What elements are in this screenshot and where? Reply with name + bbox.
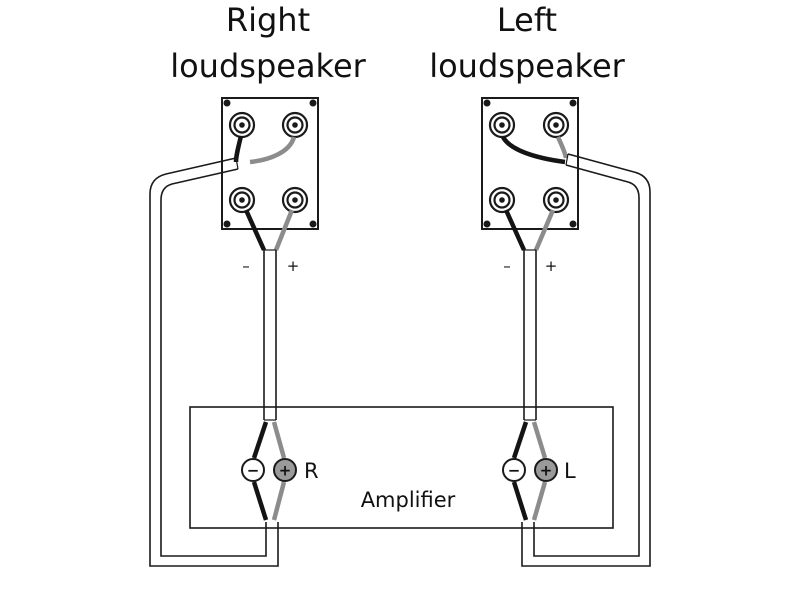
- left-amp-grey-upper: [531, 421, 548, 459]
- left-amp-black-upper: [511, 421, 529, 459]
- right-upper-minus-post: [228, 111, 256, 139]
- left-lower-black-lead: [503, 209, 527, 251]
- right-lower-grey-lead: [273, 209, 295, 251]
- right-amp-plus-terminal: +: [273, 458, 297, 482]
- right-upper-plus-post: [281, 111, 309, 139]
- left-amp-minus-symbol: −: [508, 462, 521, 480]
- left-speaker-title-line1: Left: [497, 1, 557, 39]
- right-amp-black-upper: [251, 421, 269, 459]
- left-amp-plus-symbol: +: [540, 462, 553, 480]
- amplifier-box: [189, 406, 614, 529]
- right-lower-minus-post: [228, 186, 256, 214]
- right-amp-plus-symbol: +: [279, 462, 292, 480]
- left-amp-plus-terminal: +: [534, 458, 558, 482]
- right-lower-plus-post: [281, 186, 309, 214]
- left-lower-grey-lead: [533, 209, 556, 251]
- right-amp-grey-lower: [271, 481, 287, 521]
- left-speaker-cable: [523, 249, 537, 421]
- left-lower-plus-post: [542, 186, 570, 214]
- left-amp-minus-terminal: −: [502, 458, 526, 482]
- right-speaker-cable: [263, 249, 277, 421]
- right-amp-minus-terminal: −: [241, 458, 265, 482]
- left-upper-grey-lead: [555, 136, 569, 159]
- right-channel-label: R: [304, 459, 319, 483]
- left-amp-grey-lower: [531, 481, 548, 521]
- right-lower-black-lead: [243, 209, 267, 251]
- left-upper-minus-post: [488, 111, 516, 139]
- right-speaker-title-line2: loudspeaker: [170, 47, 366, 85]
- right-speaker-minus-label: –: [242, 257, 250, 275]
- left-lower-minus-post: [488, 186, 516, 214]
- left-upper-plus-post: [542, 111, 570, 139]
- left-amp-black-lower: [511, 481, 529, 521]
- left-channel-label: L: [564, 459, 576, 483]
- right-amp-minus-symbol: −: [247, 462, 260, 480]
- right-speaker-title-line1: Right: [226, 1, 310, 39]
- right-amp-black-lower: [251, 481, 269, 521]
- left-speaker-plus-label: +: [545, 257, 558, 275]
- left-outer-cable: [521, 153, 651, 567]
- right-speaker-plus-label: +: [287, 257, 300, 275]
- left-speaker-title-line2: loudspeaker: [429, 47, 625, 85]
- right-upper-grey-lead: [249, 136, 297, 165]
- left-upper-black-lead: [501, 135, 566, 165]
- amplifier-label: Amplifier: [361, 488, 456, 512]
- left-speaker-minus-label: –: [503, 257, 511, 275]
- right-outer-cable: [149, 157, 279, 567]
- right-amp-grey-upper: [271, 421, 287, 459]
